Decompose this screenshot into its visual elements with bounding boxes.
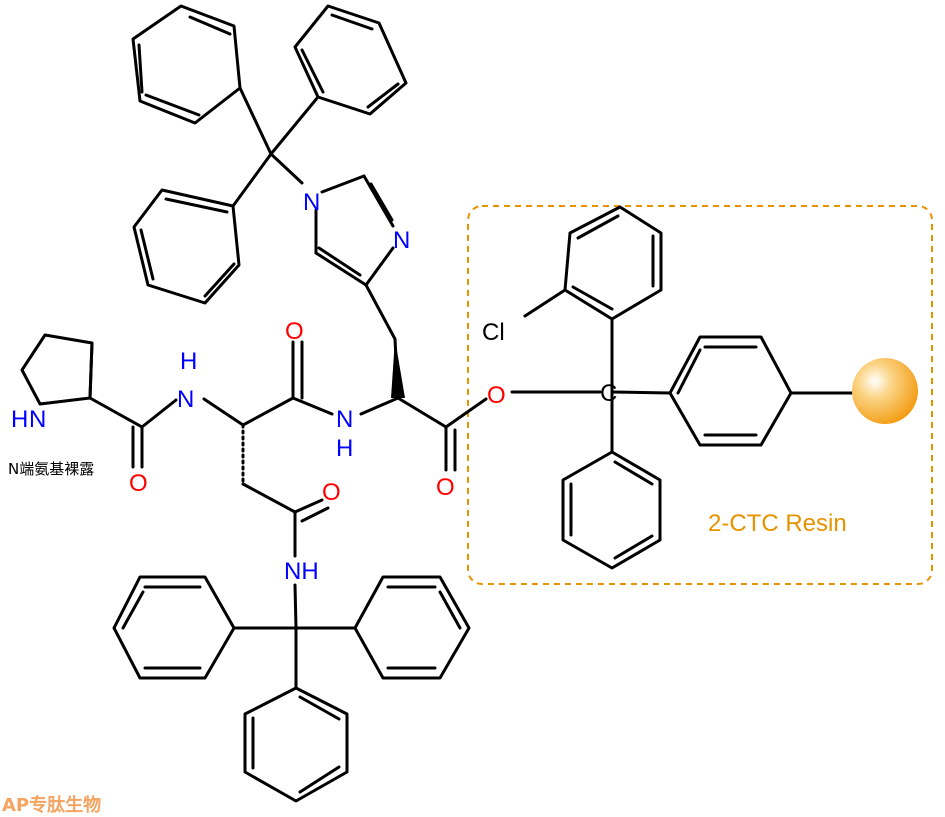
imidazole-trityl-nitrogen-label: N — [303, 189, 320, 216]
chlorotrityl-linker — [510, 205, 854, 570]
imidazole-ring — [314, 174, 395, 287]
histidine-backbone — [359, 283, 488, 472]
side-chain-oxygen-label: O — [322, 479, 341, 506]
trityl-group-asparagine — [112, 575, 471, 803]
pro-carbonyl-oxygen-label: O — [129, 470, 148, 497]
his-amide-hydrogen-label: H — [336, 435, 353, 462]
resin-label: 2-CTC Resin — [708, 510, 847, 537]
resin-bead — [852, 358, 918, 424]
chlorine-label: Cl — [482, 319, 505, 346]
his-carbonyl-oxygen-label: O — [436, 474, 455, 501]
proline-ring — [20, 333, 178, 469]
ester-oxygen-label: O — [487, 382, 506, 409]
asn-amide-hydrogen-label: H — [180, 348, 197, 375]
asn-amide-nitrogen-label: N — [177, 386, 194, 413]
watermark-logo: AP专肽生物 — [2, 794, 101, 816]
pro-nitrogen-label: N — [29, 406, 46, 433]
his-amide-nitrogen-label: N — [336, 406, 353, 433]
imidazole-nitrogen-label: N — [393, 227, 410, 254]
trityl-group-histidine — [131, 4, 408, 305]
asn-carbonyl-oxygen-label: O — [285, 318, 304, 345]
asparagine-backbone — [202, 340, 334, 558]
pro-hydrogen-label: H — [11, 406, 28, 433]
central-carbon-label: C — [600, 380, 617, 407]
resin-box — [467, 205, 933, 585]
side-chain-nh-label: NH — [284, 558, 319, 585]
n-terminal-annotation: N端氨基裸露 — [8, 460, 94, 478]
